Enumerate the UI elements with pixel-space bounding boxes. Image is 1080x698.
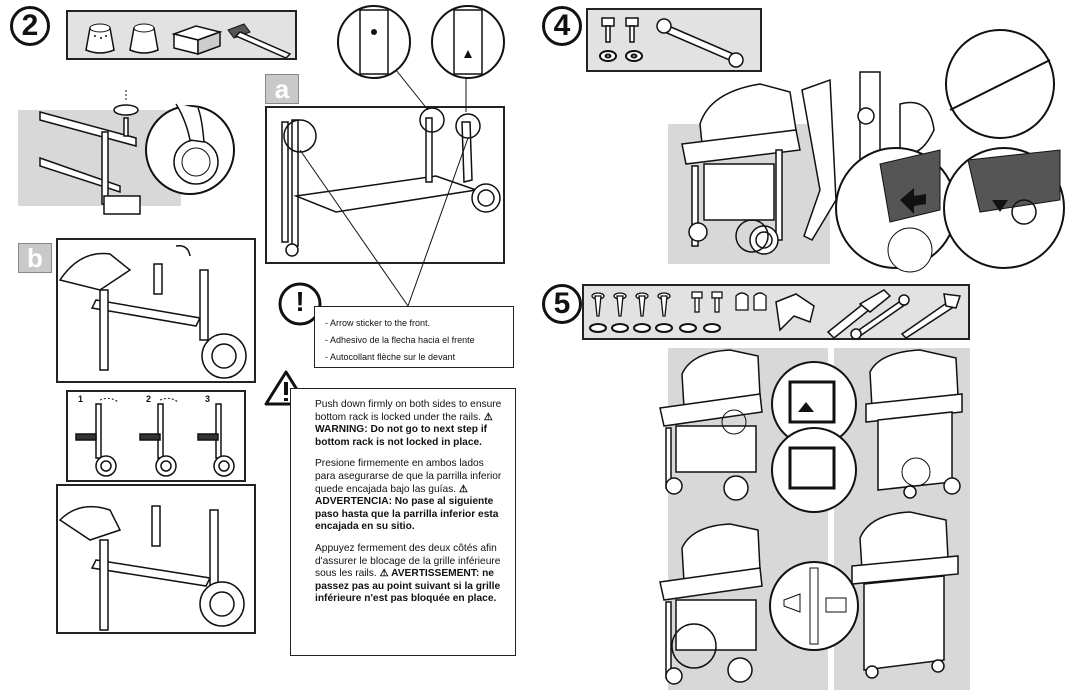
- hammer-icon: [227, 23, 292, 59]
- bolt-icon: [601, 17, 639, 43]
- caster-cap-icon: [129, 23, 159, 54]
- warning-es: Presione firmemente en ambos lados para …: [315, 458, 502, 533]
- lumber-block-icon: [171, 25, 223, 56]
- bolt-icon: [591, 291, 767, 317]
- note-line-fr: - Autocollant flèche sur le devant: [325, 352, 456, 362]
- wrench-icon: [850, 294, 910, 340]
- step-number-5: 5: [542, 284, 582, 324]
- note-exclamation-icon: !: [295, 286, 305, 317]
- step2-tools-box: [66, 10, 297, 60]
- substep-2: 2: [146, 394, 152, 404]
- step4-tools-box: [586, 8, 762, 72]
- step-number-2: 2: [10, 6, 50, 46]
- panel-label-b: b: [18, 243, 52, 273]
- step5-tools-box: [582, 284, 970, 340]
- warning-fr: Appuyez fermement des deux côtés afin d'…: [315, 542, 501, 605]
- note-box: - Arrow sticker to the front. - Adhesivo…: [314, 306, 514, 368]
- note-line-es: - Adhesivo de la flecha hacia el frente: [325, 335, 475, 345]
- panel-label-a: a: [265, 74, 299, 104]
- warning-box: Push down firmly on both sides to ensure…: [290, 388, 516, 656]
- step2-tools-art: [85, 23, 292, 59]
- screwdriver-icon: [826, 289, 892, 340]
- step4-tools-art: [599, 17, 744, 68]
- step-number-4: 4: [542, 6, 582, 46]
- warning-en: Push down firmly on both sides to ensure…: [315, 399, 502, 448]
- note-line-en: - Arrow sticker to the front.: [325, 318, 431, 328]
- washer-icon: [589, 323, 721, 333]
- substep-1: 1: [78, 394, 84, 404]
- step5-tools-art: [589, 289, 962, 340]
- washer-icon: [599, 50, 643, 62]
- wrench-icon: [656, 18, 744, 68]
- substep-3: 3: [205, 394, 211, 404]
- caster-cap-icon: [85, 23, 115, 54]
- adjustable-wrench-icon: [900, 293, 962, 339]
